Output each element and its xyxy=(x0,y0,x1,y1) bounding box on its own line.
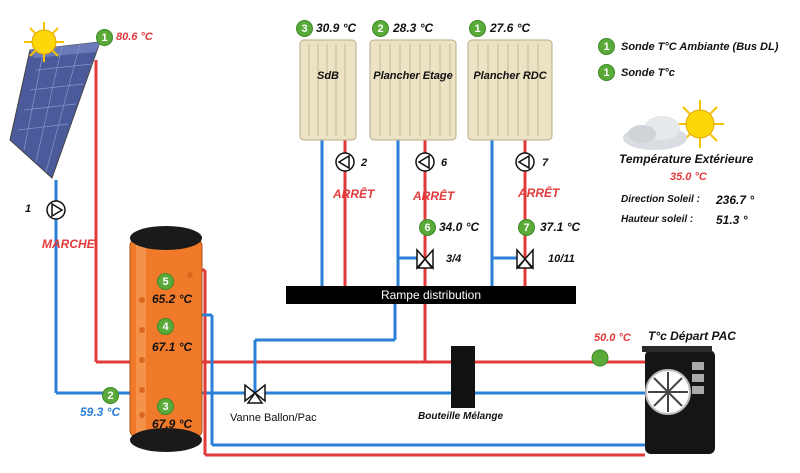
legend-temp-sensor: 1 Sonde T°c xyxy=(598,64,675,81)
solar-return-temp: 59.3 °C xyxy=(80,405,121,419)
sensor-badge-solar: 1 xyxy=(96,29,113,46)
pump-etage-state: ARRÊT xyxy=(413,189,455,203)
valve-etage-temp: 34.0 °C xyxy=(439,220,480,234)
solar-pump-number: 1 xyxy=(25,203,32,215)
valve-rdc-label: 10/11 xyxy=(548,253,575,265)
tank-sensor-bottom-badge: 3 xyxy=(157,398,174,415)
radiator-rdc-badge: 1 xyxy=(469,20,486,37)
sun-direction-value: 236.7 ° xyxy=(716,193,755,207)
radiator-rdc-name: Plancher RDC xyxy=(473,70,547,82)
pump-etage-number: 6 xyxy=(441,157,448,169)
pump-icon xyxy=(415,152,435,172)
tank-sensor-mid-badge: 4 xyxy=(157,318,174,335)
sensor-pac-depart xyxy=(591,349,609,367)
radiator-etage-badge: 2 xyxy=(372,20,389,37)
tank-sensor-mid-temp: 67.1 °C xyxy=(152,340,193,354)
pipes xyxy=(54,60,645,457)
radiator-sdb-badge: 3 xyxy=(296,20,313,37)
three-way-valve-icon xyxy=(516,248,534,270)
exterior-title: Température Extérieure xyxy=(619,152,754,166)
radiator-etage-name: Plancher Etage xyxy=(373,70,453,82)
valve-etage-label: 3/4 xyxy=(446,253,462,265)
solar-pump-state: MARCHE xyxy=(42,237,95,251)
legend-label: Sonde T°c xyxy=(621,66,675,79)
pump-icon xyxy=(46,200,66,220)
exterior-temp: 35.0 °C xyxy=(670,171,707,183)
pac-depart-label: T°c Départ PAC xyxy=(648,329,736,343)
pac-depart-temp: 50.0 °C xyxy=(594,332,631,344)
pump-icon xyxy=(335,152,355,172)
valve-etage-badge: 6 xyxy=(419,219,436,236)
sun-icon xyxy=(24,22,64,62)
mix-bottle xyxy=(451,346,475,408)
legend-label: Sonde T°C Ambiante (Bus DL) xyxy=(621,40,779,53)
radiator-sdb-name: SdB xyxy=(317,70,339,82)
valve-rdc-badge: 7 xyxy=(518,219,535,236)
valve-rdc-temp: 37.1 °C xyxy=(540,220,581,234)
valve-ballon-pac-icon xyxy=(244,383,266,404)
tank-sensor-top-temp: 65.2 °C xyxy=(152,292,193,306)
mix-bottle-label: Bouteille Mélange xyxy=(418,411,504,422)
three-way-valve-icon xyxy=(416,248,434,270)
sun-height-value: 51.3 ° xyxy=(716,213,748,227)
solar-temp: 80.6 °C xyxy=(116,31,153,43)
tank-sensor-top-badge: 5 xyxy=(157,273,174,290)
distribution-ramp: Rampe distribution xyxy=(286,286,576,304)
pump-rdc-state: ARRÊT xyxy=(518,186,560,200)
valve-ballon-pac-label: Vanne Ballon/Pac xyxy=(230,412,317,424)
solar-panel xyxy=(9,41,101,179)
radiator-sdb xyxy=(299,39,357,141)
pump-sdb-state: ARRÊT xyxy=(333,187,375,201)
sun-direction-label: Direction Soleil : xyxy=(621,194,700,205)
radiator-rdc-temp: 27.6 °C xyxy=(490,21,531,35)
radiator-plancher-rdc xyxy=(467,39,553,141)
legend-badge: 1 xyxy=(598,64,615,81)
radiator-etage-temp: 28.3 °C xyxy=(393,21,434,35)
radiator-plancher-etage xyxy=(369,39,457,141)
sun-height-label: Hauteur soleil : xyxy=(621,214,694,225)
pump-icon xyxy=(515,152,535,172)
pump-sdb-number: 2 xyxy=(361,157,368,169)
legend-ambient-sensor: 1 Sonde T°C Ambiante (Bus DL) xyxy=(598,38,778,55)
tank-sensor-bottom-temp: 67.9 °C xyxy=(152,417,193,431)
weather-sun-cloud-icon xyxy=(623,100,724,150)
legend-badge: 1 xyxy=(598,38,615,55)
radiator-sdb-temp: 30.9 °C xyxy=(316,21,357,35)
heat-pump-unit xyxy=(642,346,715,454)
water-tank xyxy=(129,226,203,452)
solar-return-badge: 2 xyxy=(102,387,119,404)
pump-rdc-number: 7 xyxy=(542,157,549,169)
